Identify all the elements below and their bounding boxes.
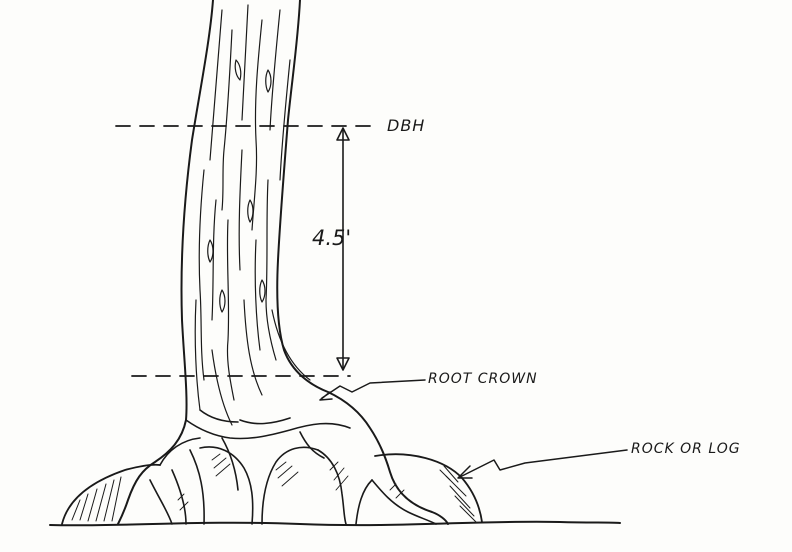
rock-or-log-pointer bbox=[458, 450, 627, 478]
measurement-label: 4.5' bbox=[312, 226, 351, 250]
bark-texture bbox=[195, 5, 310, 425]
trunk-right-edge bbox=[277, 0, 448, 524]
ground-line bbox=[50, 522, 620, 526]
roots bbox=[150, 410, 436, 524]
root-crown-label: ROOT CROWN bbox=[428, 371, 538, 387]
rock-or-log-label: ROCK OR LOG bbox=[631, 441, 741, 457]
dbh-label: DBH bbox=[387, 116, 425, 135]
